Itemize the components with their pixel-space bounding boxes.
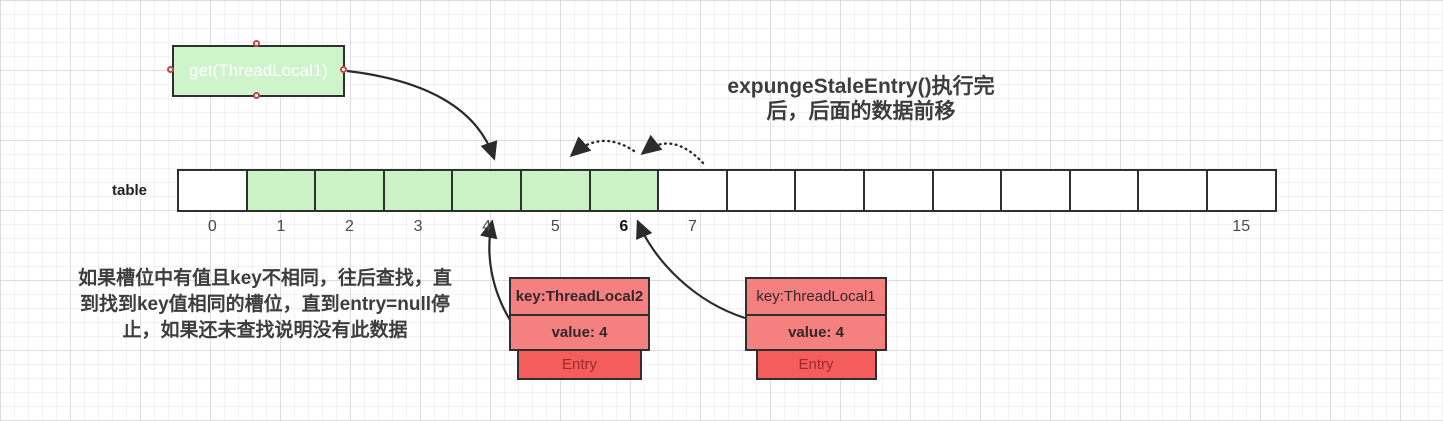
table-cell-10[interactable]	[862, 169, 934, 212]
note-line-2: 到找到key值相同的槽位，直到entry=null停	[79, 294, 451, 315]
table-array: 0 1 2 3 4 5 6 7 15	[177, 169, 1277, 235]
entry-tag-label: Entry	[755, 349, 877, 380]
table-cell-8[interactable]	[725, 169, 797, 212]
table-cell-15[interactable]: 15	[1205, 169, 1277, 235]
table-label: table	[112, 182, 148, 199]
cell-index-label: 2	[345, 218, 354, 235]
entry-value-label: value: 4	[745, 314, 887, 351]
get-threadlocal1-label: get(ThreadLocal1)	[189, 61, 328, 80]
connector-shift-slot6-to-slot5[interactable]	[569, 136, 636, 158]
table-cell-3[interactable]: 3	[382, 169, 454, 235]
table-cell-6[interactable]: 6	[588, 169, 660, 235]
cell-index-label: 15	[1232, 218, 1251, 235]
selection-handle-left[interactable]	[167, 66, 174, 73]
selection-handle-top[interactable]	[253, 40, 260, 47]
table-cell-2[interactable]: 2	[314, 169, 385, 235]
cell-index-label: 6	[619, 218, 629, 235]
cell-index-label: 3	[413, 218, 423, 235]
table-cell-9[interactable]	[794, 169, 865, 212]
table-cell-12[interactable]	[1000, 169, 1071, 212]
table-cell-11[interactable]	[931, 169, 1003, 212]
entry-tag-label: Entry	[517, 349, 642, 380]
title-text: expungeStaleEntry()执行完 后，后面的数据前移	[691, 74, 1031, 124]
selection-handle-bottom[interactable]	[253, 92, 260, 99]
entry-shape-threadlocal2[interactable]: key:ThreadLocal2 value: 4 Entry	[509, 277, 650, 380]
title-line-1: expungeStaleEntry()执行完	[727, 75, 995, 98]
table-cell-0[interactable]: 0	[177, 169, 248, 235]
connector-shift-slot7-to-slot6[interactable]	[640, 134, 705, 165]
table-cell-4[interactable]: 4	[451, 169, 522, 235]
note-line-3: 止，如果还未查找说明没有此数据	[122, 320, 408, 341]
entry-key-label: key:ThreadLocal2	[509, 277, 650, 316]
table-cell-1[interactable]: 1	[245, 169, 317, 235]
title-line-2: 后，后面的数据前移	[766, 100, 956, 123]
connector-entry-threadlocal1-to-slot6[interactable]	[636, 219, 746, 320]
cell-index-label: 5	[550, 218, 560, 235]
get-threadlocal1-shape[interactable]: get(ThreadLocal1)	[172, 45, 345, 97]
cell-index-label: 7	[688, 218, 697, 235]
entry-value-label: value: 4	[509, 314, 650, 351]
cell-index-label: 1	[276, 218, 286, 235]
connector-entry-threadlocal2-to-slot4[interactable]	[480, 219, 511, 321]
table-cell-14[interactable]	[1137, 169, 1208, 212]
cell-index-label: 0	[207, 218, 217, 235]
table-cell-5[interactable]: 5	[519, 169, 591, 235]
connector-get-to-slot4[interactable]	[346, 69, 498, 161]
note-text: 如果槽位中有值且key不相同，往后查找，直 到找到key值相同的槽位，直到ent…	[46, 266, 484, 344]
note-line-1: 如果槽位中有值且key不相同，往后查找，直	[78, 268, 452, 289]
table-cell-7[interactable]: 7	[657, 169, 728, 235]
entry-shape-threadlocal1[interactable]: key:ThreadLocal1 value: 4 Entry	[745, 277, 887, 380]
entry-key-label: key:ThreadLocal1	[745, 277, 887, 316]
table-cell-13[interactable]	[1068, 169, 1140, 212]
cell-index-label: 4	[482, 218, 492, 235]
selection-handle-right[interactable]	[340, 66, 347, 73]
